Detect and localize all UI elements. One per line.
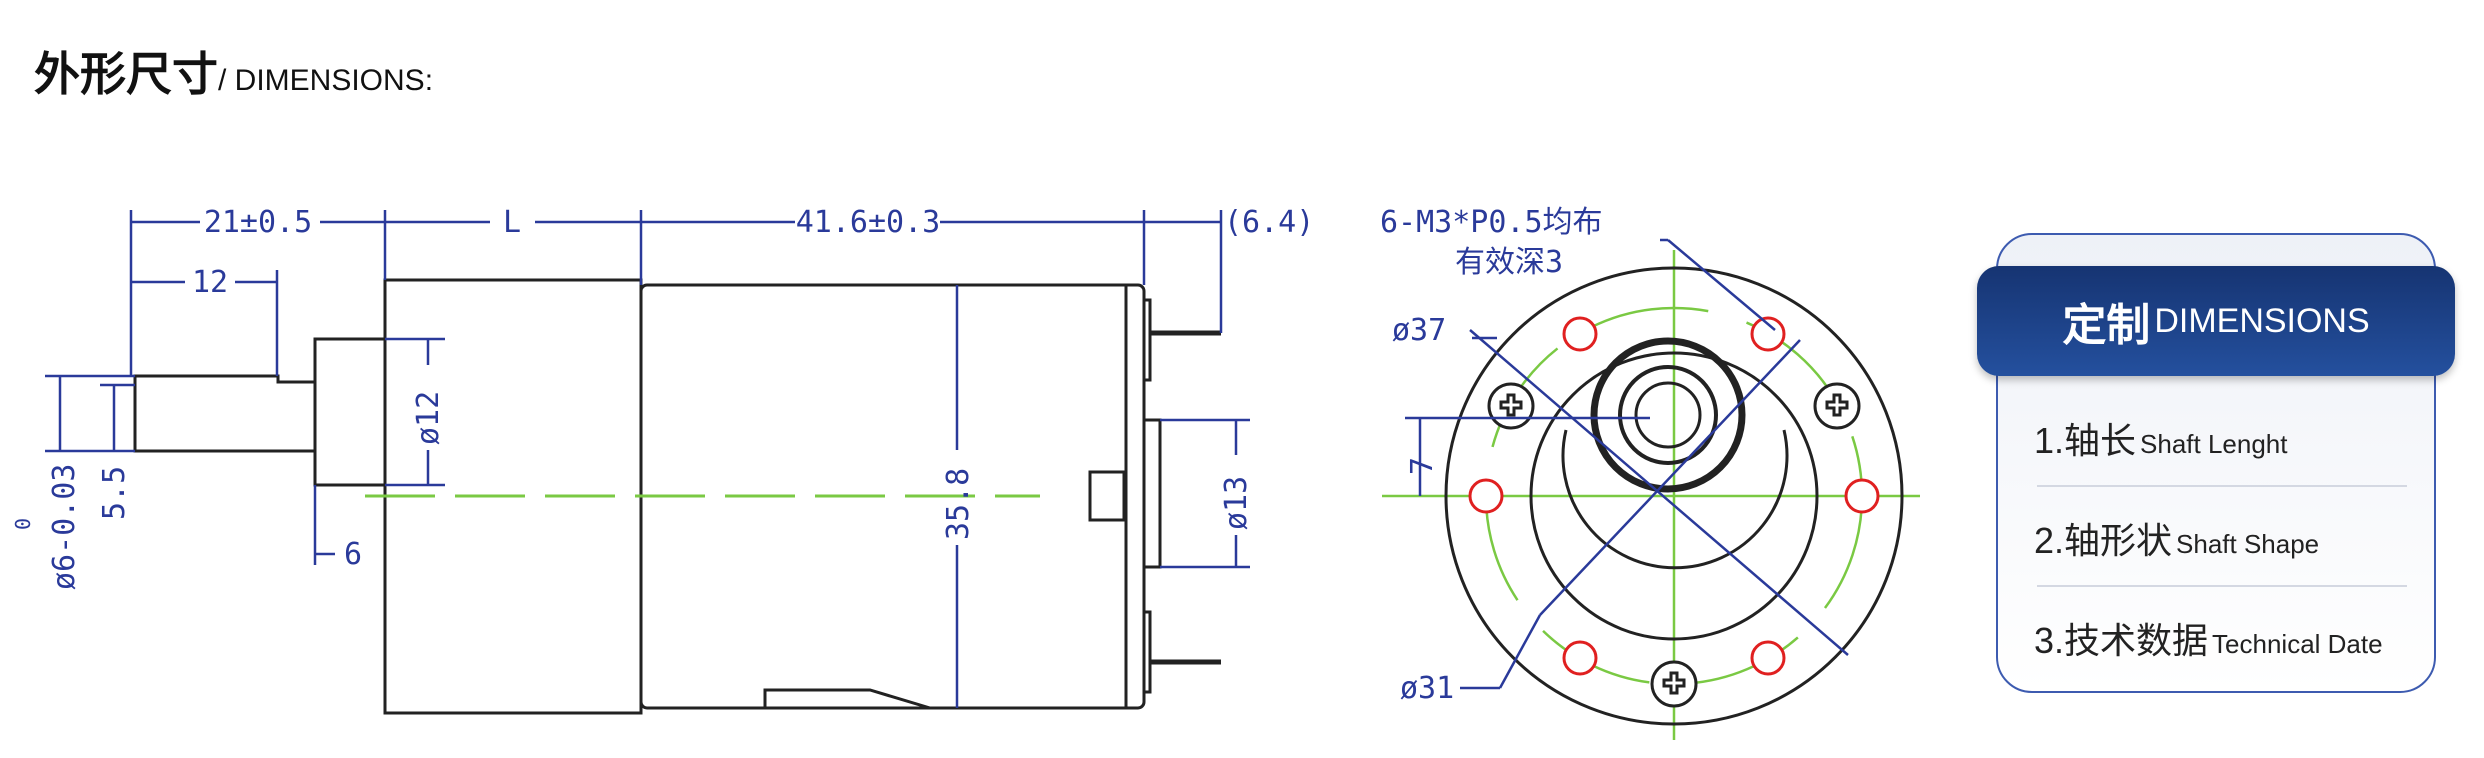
- item-label-en: Shaft Lenght: [2140, 429, 2288, 459]
- item-label-en: Shaft Shape: [2176, 529, 2320, 559]
- hole: [1562, 316, 1598, 352]
- item-label-en: Technical Date: [2212, 629, 2383, 659]
- hole: [1468, 478, 1504, 514]
- dim-offset: 7: [1405, 457, 1440, 475]
- card-title-cn: 定制: [2062, 300, 2151, 351]
- outer-flange: [1444, 266, 1904, 726]
- dim-shaft-tolerance: 0: [11, 518, 35, 530]
- front-dimensions: [1405, 238, 1849, 690]
- front-view: 6-M3*P0.5均布 有效深3 ø37 ø31 7: [1380, 205, 1920, 740]
- dim-shaft-flat: 12: [192, 265, 228, 300]
- divider: [2037, 585, 2407, 587]
- holes-note: 6-M3*P0.5均布: [1380, 205, 1603, 240]
- cross-icon: [1662, 671, 1686, 695]
- mount-holes: [1468, 316, 1880, 676]
- divider: [2037, 485, 2407, 487]
- item-label-cn: 3.技术数据: [2034, 620, 2209, 661]
- dim-motor-length: 41.6±0.3: [796, 205, 941, 240]
- hole: [1750, 316, 1786, 352]
- dim-shaft-total: 21±0.5: [204, 205, 312, 240]
- item-label-cn: 2.轴形状: [2034, 520, 2173, 561]
- hole: [1844, 478, 1880, 514]
- item-label-cn: 1.轴长: [2034, 420, 2137, 461]
- hole: [1562, 640, 1598, 676]
- dim-flat: 5.5: [97, 466, 132, 520]
- inner-ring: [1529, 351, 1819, 641]
- page-title-en: / DIMENSIONS:: [218, 64, 434, 97]
- card-title-en: DIMENSIONS: [2154, 301, 2370, 340]
- dim-outer-diameter: ø37: [1392, 313, 1446, 348]
- rear-boss: [1144, 418, 1162, 569]
- dim-boss-diameter: ø12: [411, 391, 446, 445]
- side-dimensions: [45, 210, 1250, 708]
- dim-boss-length: 6: [344, 537, 362, 572]
- dim-pcd: ø31: [1400, 671, 1454, 706]
- hole: [1750, 640, 1786, 676]
- crescent: [1561, 429, 1789, 570]
- dim-gearbox-length: L: [503, 205, 521, 240]
- dim-terminal: (6.4): [1224, 205, 1314, 240]
- cross-icon: [1825, 393, 1849, 417]
- page-title-cn: 外形尺寸: [34, 47, 218, 101]
- front-centerlines: [1382, 250, 1920, 740]
- holes-depth: 有效深3: [1455, 245, 1563, 280]
- shaft-boss: [313, 337, 387, 487]
- page-title: 外形尺寸/ DIMENSIONS:: [34, 38, 433, 104]
- dim-shaft-diameter: ø6-0.03: [47, 464, 82, 590]
- dim-body-diameter: 35.8: [941, 468, 976, 540]
- dim-rear-boss: ø13: [1219, 476, 1254, 530]
- motor-body: [639, 283, 1146, 710]
- output-shaft: [133, 374, 315, 453]
- cross-icon: [1499, 393, 1523, 417]
- hub-outer: [1590, 337, 1746, 493]
- side-dimension-labels: 21±0.5 L 41.6±0.3 (6.4) 12 6 ø6-0.03 0 5…: [11, 205, 1314, 590]
